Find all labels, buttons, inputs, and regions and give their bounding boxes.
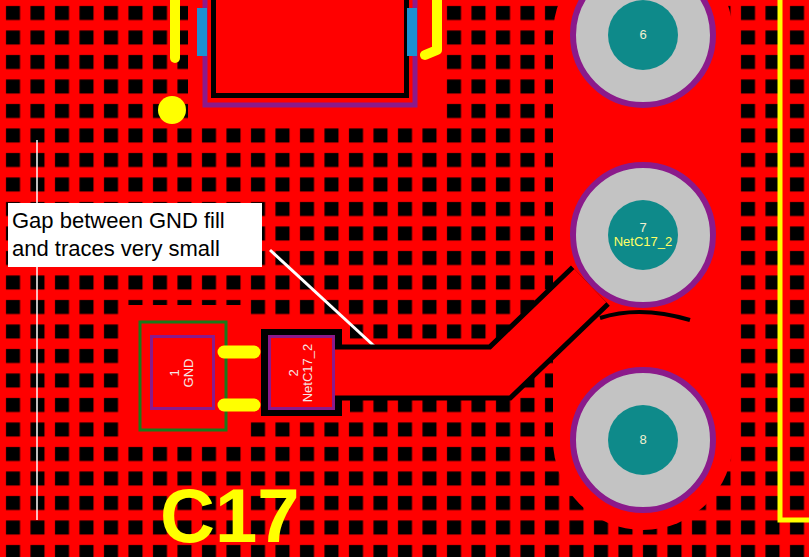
silkscreen-line [224,346,254,359]
callout-box: Gap between GND fill and traces very sma… [8,203,262,267]
pin-number: 6 [639,28,646,42]
solid-copper [188,0,443,123]
pin-number: 2 [287,369,301,376]
pad-text-holder: 8 [568,365,718,515]
net-name: NetC17_2 [614,235,673,249]
paste-strip [197,8,207,56]
drill-hole [608,405,678,475]
silkscreen-line [425,0,437,55]
copper-trace [335,286,590,373]
rotated-text: 2NetC17_2 [287,343,315,402]
silkscreen-line [170,0,180,58]
callout-text: Gap between GND fill and traces very sma… [12,207,256,263]
pad-text-holder: 2NetC17_2 [271,338,332,407]
smd-pad: 2NetC17_2 [268,335,335,410]
silkscreen-designator: C17 [160,478,299,554]
annular-ring [573,0,713,105]
clearance-gap [600,312,690,320]
smd-pad [216,0,404,93]
pin-number: 1 [168,369,182,376]
pad-text-holder: 6 [568,0,718,110]
drill-hole [608,200,678,270]
annular-ring [573,370,713,510]
board-outline [780,0,809,520]
courtyard-outline [140,322,226,430]
pad-text-holder: 7NetC17_2 [568,160,718,310]
net-name: NetC17_2 [301,343,315,402]
solid-copper [128,305,246,440]
pad-outline [205,0,415,105]
rotated-text: 1GND [168,358,196,387]
annular-ring [573,165,713,305]
pin-number: 8 [639,433,646,447]
guide-line [36,140,38,520]
pin1-dot [158,96,186,124]
smd-pad: 1GND [150,335,215,410]
pad-text-holder: 1GND [153,338,212,407]
drill-hole [608,0,678,70]
solid-copper [246,322,350,422]
silkscreen-line [224,399,254,412]
pad-clearance [261,329,342,416]
pad-shape [568,0,718,110]
pin-number: 7 [639,221,646,235]
paste-strip [407,8,417,56]
net-name: GND [182,358,196,387]
through-hole-pad: 8 [568,365,718,515]
through-hole-pad: 7NetC17_2 [568,160,718,310]
pad-clearance [211,0,409,98]
through-hole-pad: 6 [568,0,718,110]
trace-clearance [335,286,590,373]
